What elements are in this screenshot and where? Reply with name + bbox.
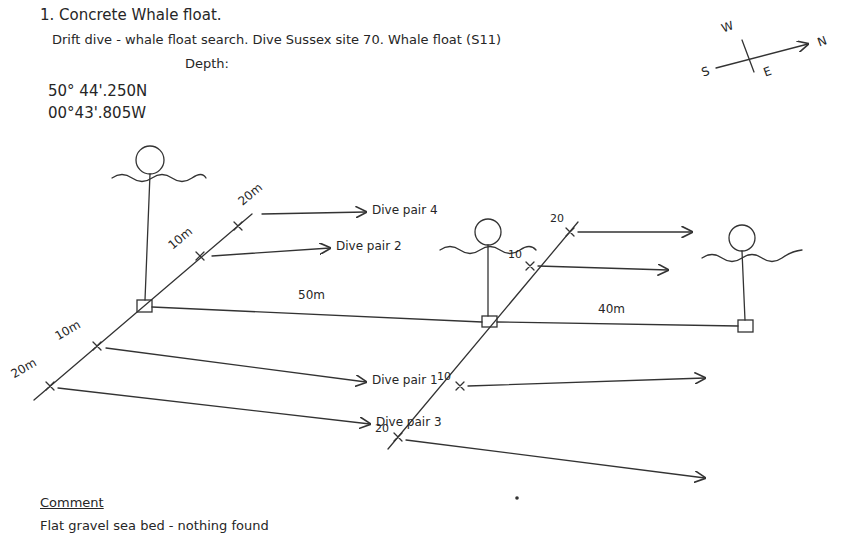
distance-label: 20m [235, 180, 265, 208]
coordinate: 50° 44'.250N [48, 82, 147, 100]
comment-heading: Comment [40, 495, 104, 511]
compass-letter: S [700, 64, 712, 80]
sea-surface [112, 175, 206, 182]
buoy-line [742, 251, 745, 320]
compass-letter: N [816, 33, 829, 50]
sketch-title: 1. Concrete Whale float. [40, 6, 222, 24]
distance-label: 50m [298, 288, 325, 302]
dive-pair-label: Dive pair 4 [372, 203, 438, 217]
search-line [34, 214, 252, 400]
distance-label: 10m [165, 224, 195, 252]
distance-label: 20 [550, 212, 564, 225]
ground-line [152, 307, 482, 322]
distance-label: 10m [52, 317, 83, 343]
compass-cross [742, 40, 754, 72]
heading-note: Drift dive - whale float search. Dive Su… [52, 32, 501, 48]
concrete-block [738, 320, 753, 332]
distance-label: 20m [8, 355, 39, 381]
buoy [729, 225, 755, 251]
coordinate: 00°43'.805W [48, 104, 146, 122]
dive-pair-arrow [406, 232, 705, 478]
compass-letter: W [720, 18, 736, 36]
dive-pair-label: Dive pair 1 [372, 373, 438, 387]
search-line [388, 222, 578, 449]
dive-pair-arrow [58, 212, 370, 424]
buoy-line [487, 245, 488, 316]
depth-note: Depth: [185, 56, 229, 72]
buoy [136, 146, 164, 174]
distance-label: 10 [508, 248, 522, 261]
distance-label: 40m [598, 302, 625, 316]
ink-dot [515, 496, 519, 500]
compass-needle [716, 44, 808, 68]
buoy [475, 219, 501, 245]
distance-mark [46, 222, 242, 390]
buoy-line [145, 174, 150, 300]
comment-text: Flat gravel sea bed - nothing found [40, 518, 269, 534]
ground-line [497, 322, 738, 326]
distance-label: 20 [375, 422, 389, 435]
dive-pair-label: Dive pair 2 [336, 239, 402, 253]
distance-label: 10 [437, 370, 451, 383]
compass-letter: E [762, 64, 774, 80]
distance-mark [394, 228, 574, 441]
sea-surface [702, 250, 802, 262]
